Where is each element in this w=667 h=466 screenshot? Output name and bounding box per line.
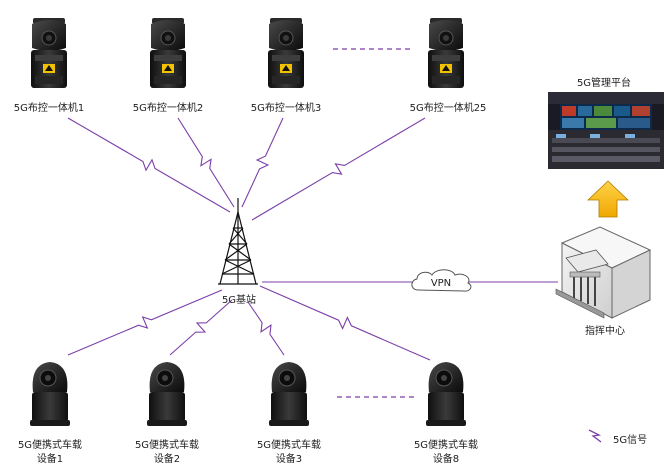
signal-lines: [67, 117, 431, 361]
bottom-device-2-line1: 5G便携式车载: [135, 438, 199, 451]
vpn-cloud-icon: [411, 269, 472, 292]
bottom-device-1-line1: 5G便携式车载: [18, 438, 82, 451]
base-station-label: 5G基站: [222, 293, 256, 306]
upload-arrow-icon: [586, 180, 630, 218]
signal-line-bottom-1: [67, 289, 223, 356]
top-device-3-label: 5G布控一体机3: [251, 101, 321, 114]
bottom-device-1-line2: 设备1: [37, 452, 63, 465]
signal-line-bottom-2: [169, 299, 233, 356]
bottom-device-3-line1: 5G便携式车载: [257, 438, 321, 451]
bottom-camera-2-icon: [147, 362, 187, 426]
command-center-building-icon: [555, 226, 652, 319]
management-platform-screen-image: [548, 92, 664, 169]
top-camera-1-icon: [31, 18, 67, 88]
bottom-device-8-line2: 设备8: [433, 452, 459, 465]
top-device-1-label: 5G布控一体机1: [14, 101, 84, 114]
signal-line-top-1: [67, 117, 231, 213]
bottom-device-8-line1: 5G便携式车载: [414, 438, 478, 451]
top-camera-3-icon: [268, 18, 304, 88]
bottom-device-2-line2: 设备2: [154, 452, 180, 465]
signal-line-top-2: [177, 117, 235, 208]
top-device-25-label: 5G布控一体机25: [410, 101, 487, 114]
bottom-camera-8-icon: [426, 362, 466, 426]
legend-signal-icon: [588, 429, 602, 443]
top-device-2-label: 5G布控一体机2: [133, 101, 203, 114]
top-camera-25-icon: [428, 18, 464, 88]
bottom-camera-1-icon: [30, 362, 70, 426]
signal-line-top-25: [251, 117, 426, 221]
top-camera-2-icon: [150, 18, 186, 88]
legend-label: 5G信号: [613, 434, 647, 446]
signal-line-top-3: [241, 117, 284, 208]
bottom-device-3-line2: 设备3: [276, 452, 302, 465]
base-station-tower-icon: [218, 198, 258, 285]
signal-line-bottom-3: [247, 301, 285, 356]
vpn-label: VPN: [431, 278, 451, 289]
command-center-label: 指挥中心: [585, 324, 625, 337]
signal-line-bottom-8: [259, 285, 431, 361]
platform-label: 5G管理平台: [577, 76, 631, 89]
bottom-camera-3-icon: [269, 362, 309, 426]
legend: 5G信号: [588, 429, 647, 446]
